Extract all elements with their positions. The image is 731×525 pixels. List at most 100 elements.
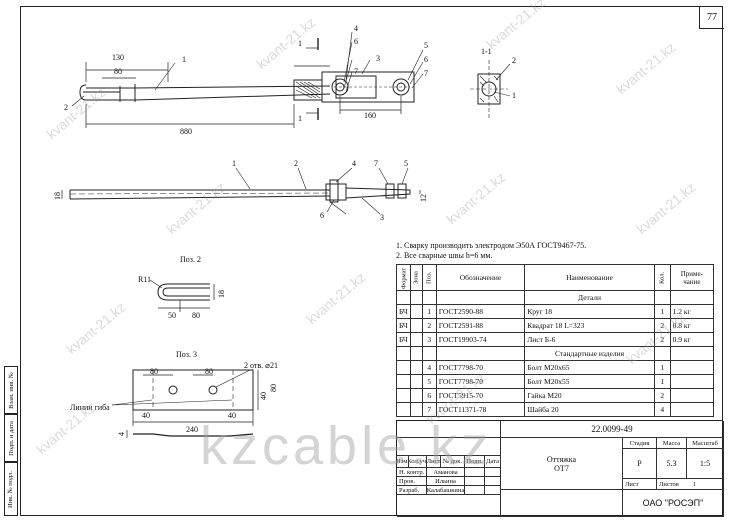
- pos3-dim-40b: 40: [228, 411, 236, 420]
- pos3-dim-4: 4: [117, 432, 126, 436]
- table-row: БЧ 1 ГОСТ2590-88 Круг 18 1 1.2 кг: [396, 304, 715, 319]
- sheets-value: 1: [692, 480, 697, 488]
- dim-880: 880: [180, 127, 192, 136]
- doc-title: Оттяжка ОТ7: [501, 438, 623, 490]
- callout-side-6: 6: [320, 211, 324, 220]
- pos3-bend-lines: Линии гиба: [70, 403, 110, 412]
- pos3-title: Поз. 3: [176, 350, 197, 359]
- doc-title-line1: Оттяжка: [546, 454, 577, 464]
- signer-role-3: Разраб.: [397, 486, 427, 495]
- side-box-sign-date: Подп. и дата: [4, 414, 18, 462]
- sheet-number: 77: [699, 6, 724, 29]
- hdr-count: Кол.уч.: [409, 456, 427, 468]
- callout-side-7: 7: [374, 159, 378, 168]
- doc-title-line2: ОТ7: [554, 463, 569, 473]
- company-name: ОАО "РОСЭП": [623, 490, 724, 517]
- pos3-dim-40a: 40: [142, 411, 150, 420]
- callout-side-4: 4: [352, 159, 356, 168]
- callout-top-7a: 7: [354, 67, 358, 76]
- section-1-1: [470, 60, 511, 118]
- pos2-title: Поз. 2: [180, 255, 201, 264]
- mass-value: 5.3: [657, 449, 687, 479]
- table-row: БЧ 3 ГОСТ19903-74 Лист Б-6 2 0.9 кг: [396, 332, 715, 347]
- section-title: 1-1: [481, 47, 492, 56]
- pos3-dim-240: 240: [186, 425, 198, 434]
- col-name: Наименование: [524, 264, 655, 291]
- side-view: [61, 167, 421, 215]
- top-view: [71, 31, 424, 128]
- signer-name-3: Калабашкина: [427, 486, 465, 495]
- pos3-dim-40c: 40: [259, 392, 268, 400]
- dim-130: 130: [112, 53, 124, 62]
- col-note: Приме-чание: [669, 264, 715, 291]
- stage-label: Стадия: [623, 438, 657, 449]
- callout-top-7b: 7: [424, 69, 428, 78]
- callout-side-5: 5: [404, 159, 408, 168]
- callout-side-3: 3: [380, 213, 384, 222]
- table-row: 7 ГОСТ11371-78 Шайба 20 4: [396, 402, 715, 417]
- mass-label: Масса: [657, 438, 687, 449]
- section-mark-top: 1: [298, 39, 302, 48]
- section-details: Детали: [524, 290, 655, 305]
- pos2-radius: R11: [138, 275, 151, 284]
- callout-side-1: 1: [232, 159, 236, 168]
- hdr-change: Изм.: [397, 456, 409, 468]
- hdr-sheet: Лист: [427, 456, 441, 468]
- col-pos: Поз.: [422, 264, 437, 291]
- note-2: 2. Все сварные швы h=6 мм.: [396, 251, 493, 260]
- signer-role-2: Пров.: [397, 477, 427, 486]
- spec-table: Формат Зона Поз. Обозначение Наименовани…: [396, 264, 715, 417]
- dim-160: 160: [364, 111, 376, 120]
- drawing-frame: [20, 6, 723, 516]
- scale-label: Масштаб: [687, 438, 724, 449]
- signer-name-2: Ильина: [427, 477, 465, 486]
- table-row: 6 ГОСТ5915-70 Гайка М20 2: [396, 388, 715, 403]
- col-zone: Зона: [410, 264, 423, 291]
- table-row: 4 ГОСТ7798-70 Болт М20х65 1: [396, 360, 715, 375]
- signer-name-1: Аманова: [427, 468, 465, 477]
- sheets-label: Листов: [659, 480, 679, 488]
- callout-top-6b: 6: [424, 55, 428, 64]
- section-callout-2: 2: [512, 56, 516, 65]
- section-mark-bottom: 1: [298, 114, 302, 123]
- dim-80: 80: [114, 67, 122, 76]
- note-1: 1. Сварку производить электродом Э50А ГО…: [396, 241, 587, 250]
- callout-top-3: 3: [376, 54, 380, 63]
- hdr-docno: № док.: [441, 456, 465, 468]
- scale-value: 1:5: [687, 449, 724, 479]
- col-designation: Обозначение: [435, 264, 526, 291]
- pos2-dim-18: 18: [217, 290, 226, 298]
- pos3-dim-80a: 80: [150, 367, 158, 376]
- pos3-detail: [111, 369, 259, 438]
- stage-value: Р: [623, 449, 657, 479]
- callout-top-4: 4: [354, 24, 358, 33]
- title-block: 22.0099-49 Изм. Кол.уч. Лист № док. Подп…: [396, 420, 724, 517]
- pos2-dim-50: 50: [168, 311, 176, 320]
- callout-top-1: 1: [182, 55, 186, 64]
- callout-top-6a: 6: [354, 37, 358, 46]
- pos2-dim-80: 80: [192, 311, 200, 320]
- callout-side-2: 2: [294, 159, 298, 168]
- sheet-label: Лист: [623, 479, 657, 490]
- pos3-dim-80b: 80: [205, 367, 213, 376]
- side-box-replace-inv: Взам. инв. №: [4, 366, 18, 414]
- section-callout-1: 1: [512, 91, 516, 100]
- callout-top-2: 2: [64, 103, 68, 112]
- hdr-sign: Подп.: [465, 456, 485, 468]
- pos2-detail: [149, 279, 215, 312]
- signer-role-1: Н. контр.: [397, 468, 427, 477]
- doc-code: 22.0099-49: [501, 421, 724, 438]
- col-qty: Кол.: [654, 264, 671, 291]
- callout-top-5: 5: [424, 41, 428, 50]
- hdr-date: Дата: [485, 456, 501, 468]
- col-format: Формат: [396, 264, 411, 291]
- dim-side-18: 18: [53, 192, 62, 200]
- side-box-orig-inv: Инв. № подл.: [4, 462, 18, 516]
- sheets-cell: Листов 1: [657, 479, 724, 490]
- pos3-holes: 2 отв. ⌀21: [244, 361, 278, 370]
- pos3-dim-80c: 80: [269, 384, 278, 392]
- watermark-big: kzcable.kz: [200, 416, 493, 476]
- table-row: 5 ГОСТ7798-70 Болт М20х55 1: [396, 374, 715, 389]
- dim-side-12: 12: [419, 194, 428, 202]
